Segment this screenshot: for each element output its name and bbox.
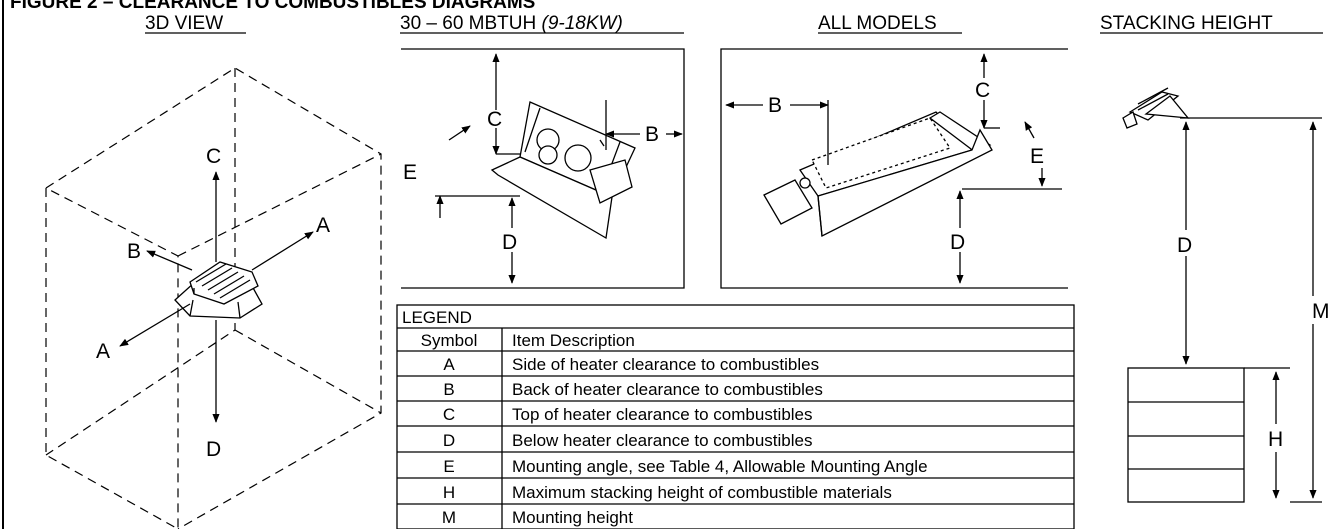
header-small-models-a: 30 – 60 MBTUH — [400, 13, 542, 34]
view-small-models: C B E D — [401, 48, 685, 289]
label-c-3d: C — [206, 145, 221, 168]
legend-symbol: M — [442, 508, 456, 527]
label-b-small: B — [645, 123, 659, 146]
view-3d: C D A A B — [45, 67, 382, 529]
legend-symbol: B — [443, 380, 454, 399]
figure-title: FIGURE 2 – CLEARANCE TO COMBUSTIBLES DIA… — [10, 0, 535, 13]
header-all-models: ALL MODELS — [818, 13, 937, 34]
heater-3d — [174, 261, 263, 319]
legend-title: LEGEND — [402, 308, 472, 327]
label-d-3d: D — [206, 438, 221, 461]
header-3d-view: 3D VIEW — [145, 13, 223, 34]
label-d-small: D — [502, 231, 517, 254]
legend-desc: Maximum stacking height of combustible m… — [512, 483, 892, 502]
view-all-models: B C E D — [720, 48, 1068, 289]
legend-symbol: H — [443, 483, 455, 502]
view-stacking: D M H — [1122, 87, 1330, 503]
dashed-box — [45, 67, 382, 529]
legend-col-symbol: Symbol — [421, 331, 478, 350]
legend-symbol: D — [443, 431, 455, 450]
label-h-stack: H — [1268, 428, 1283, 451]
legend-symbol: E — [443, 457, 454, 476]
legend-desc: Mounting angle, see Table 4, Allowable M… — [512, 457, 928, 476]
label-e-all: E — [1030, 145, 1044, 168]
label-b-3d: B — [127, 240, 141, 263]
label-a-3d-left: A — [96, 340, 110, 363]
label-d-stack: D — [1177, 234, 1192, 257]
label-d-all: D — [950, 231, 965, 254]
header-small-models-b: (9-18KW) — [542, 13, 623, 34]
legend-desc: Mounting height — [512, 508, 633, 527]
legend-symbol: A — [443, 355, 455, 374]
label-c-small: C — [487, 108, 502, 131]
label-c-all: C — [975, 79, 990, 102]
legend-desc: Top of heater clearance to combustibles — [512, 405, 813, 424]
legend-desc: Back of heater clearance to combustibles — [512, 380, 823, 399]
label-b-all: B — [768, 94, 782, 117]
label-m-stack: M — [1312, 300, 1330, 323]
legend-table: LEGEND Symbol Item Description A Side of… — [396, 304, 1075, 529]
header-stacking-height: STACKING HEIGHT — [1100, 13, 1273, 34]
header-small-models: 30 – 60 MBTUH (9-18KW) — [400, 13, 623, 34]
legend-col-desc: Item Description — [512, 331, 635, 350]
label-a-3d-right: A — [316, 214, 330, 237]
label-e-small: E — [403, 161, 417, 184]
legend-desc: Below heater clearance to combustibles — [512, 431, 813, 450]
legend-symbol: C — [443, 405, 455, 424]
legend-desc: Side of heater clearance to combustibles — [512, 355, 819, 374]
